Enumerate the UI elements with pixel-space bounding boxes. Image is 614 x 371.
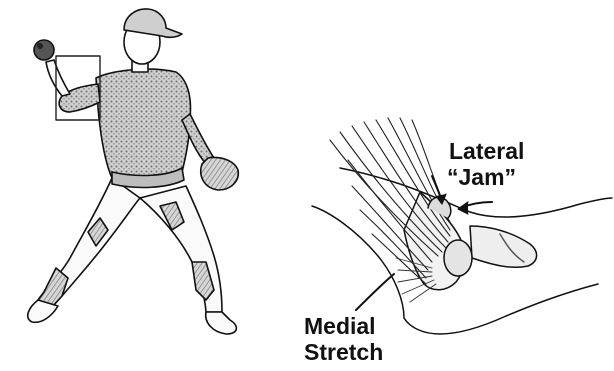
pitcher-forearm (46, 60, 70, 96)
stretch-label: Stretch (304, 340, 383, 364)
medial-label: Medial (304, 314, 376, 338)
forearm-bone (470, 226, 537, 267)
pitcher-torso (96, 69, 190, 181)
medial-pointer-line (356, 274, 394, 310)
glove (201, 158, 239, 191)
pitcher-back-shoe (206, 312, 237, 334)
elbow-joint (444, 240, 472, 276)
baseball (34, 40, 54, 60)
lateral-label: Lateral (449, 139, 524, 163)
jam-label: “Jam” (447, 165, 516, 189)
pitcher-figure (28, 9, 239, 334)
